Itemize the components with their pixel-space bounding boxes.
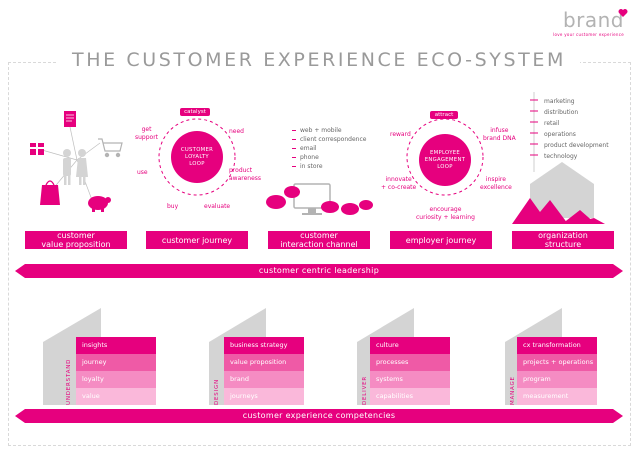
brand-logo: brand love your customer experience bbox=[553, 8, 628, 37]
list-item: technology bbox=[544, 152, 578, 160]
organization-list: marketing distribution retail operations… bbox=[544, 96, 609, 162]
organization-illustration bbox=[512, 92, 605, 224]
cart-icon bbox=[98, 138, 123, 158]
page-title: THE CUSTOMER EXPERIENCE ECO-SYSTEM bbox=[58, 47, 580, 73]
list-item: phone bbox=[292, 153, 366, 162]
customer-loop-step: evaluate bbox=[204, 203, 231, 210]
customer-loop-title: CUSTOMER LOYALTY LOOP bbox=[180, 146, 214, 167]
competency-item: cx transformation bbox=[517, 337, 597, 354]
competency-item: value bbox=[76, 388, 156, 405]
employee-loop-step: innovate + co-create bbox=[381, 176, 417, 191]
customer-loop-step: buy bbox=[167, 203, 179, 210]
customer-loop-step: need bbox=[229, 128, 244, 135]
list-item: web + mobile bbox=[292, 126, 366, 135]
logo-word: brand bbox=[562, 8, 624, 32]
section-label: customer value proposition bbox=[25, 231, 127, 249]
employee-loop-step: encourage curiosity + learning bbox=[416, 206, 475, 221]
list-item: distribution bbox=[544, 108, 579, 116]
arrow-left-icon bbox=[15, 264, 25, 278]
channel-label: phone bbox=[300, 154, 319, 161]
mountain-shape bbox=[512, 198, 568, 224]
competency-item: capabilities bbox=[370, 388, 450, 405]
section-label-text: organization structure bbox=[538, 231, 588, 249]
channel-list: web + mobile client correspondence email… bbox=[292, 126, 366, 171]
competency-item: program bbox=[517, 371, 597, 388]
competency-stage: DELIVER bbox=[362, 375, 368, 405]
section-label: customer journey bbox=[146, 231, 248, 249]
competency-item: value proposition bbox=[224, 354, 304, 371]
competency-item: business strategy bbox=[224, 337, 304, 354]
section-label-text: employer journey bbox=[405, 235, 477, 245]
employee-loop-center: EMPLOYEE ENGAGEMENT LOOP bbox=[419, 134, 471, 186]
list-item: operations bbox=[544, 130, 576, 138]
employee-loop-step: infuse brand DNA bbox=[483, 127, 516, 142]
leadership-bar: customer centric leadership bbox=[25, 264, 613, 278]
competency-item: projects + operations bbox=[517, 354, 597, 371]
section-label-text: customer interaction channel bbox=[280, 231, 358, 249]
competency-item: processes bbox=[370, 354, 450, 371]
customer-loop-tag: catalyst bbox=[180, 108, 210, 116]
section-label: organization structure bbox=[512, 231, 614, 249]
arrow-right-icon bbox=[613, 264, 623, 278]
section-label: employer journey bbox=[390, 231, 492, 249]
competencies-bar: customer experience competencies bbox=[25, 409, 613, 423]
list-item: retail bbox=[544, 119, 560, 127]
competency-item: systems bbox=[370, 371, 450, 388]
customer-loop-step: product awareness bbox=[229, 167, 262, 182]
channel-illustration bbox=[266, 183, 373, 215]
channel-label: client correspondence bbox=[300, 136, 367, 143]
competency-item: insights bbox=[76, 337, 156, 354]
list-item: product development bbox=[544, 141, 609, 149]
competency-item: measurement bbox=[517, 388, 597, 405]
competency-stage: MANAGE bbox=[510, 376, 516, 405]
competency-item: brand bbox=[224, 371, 304, 388]
competency-stage: DESIGN bbox=[214, 379, 220, 405]
value-proposition-illustration bbox=[30, 111, 123, 212]
arrow-right-icon bbox=[613, 409, 623, 423]
employee-loop-step: inspire excellence bbox=[480, 176, 512, 191]
logo-tagline: love your customer experience bbox=[553, 32, 624, 37]
customer-loop-ring bbox=[158, 118, 236, 196]
employee-loop-title: EMPLOYEE ENGAGEMENT LOOP bbox=[424, 149, 466, 170]
list-item: marketing bbox=[544, 97, 575, 105]
section-label-text: customer journey bbox=[161, 235, 233, 245]
channel-label: email bbox=[300, 145, 317, 152]
building-shape bbox=[530, 162, 594, 218]
channel-label: in store bbox=[300, 163, 323, 170]
people-icon bbox=[63, 149, 88, 185]
competency-item: loyalty bbox=[76, 371, 156, 388]
list-item: in store bbox=[292, 162, 366, 171]
list-item: email bbox=[292, 144, 366, 153]
title-wrap: THE CUSTOMER EXPERIENCE ECO-SYSTEM bbox=[0, 47, 638, 75]
competency-item: journeys bbox=[224, 388, 304, 405]
employee-loop-tag: attract bbox=[430, 111, 458, 119]
shopping-bag-icon bbox=[40, 180, 60, 205]
section-label-text: customer value proposition bbox=[41, 231, 111, 249]
receipt-icon bbox=[64, 111, 76, 127]
speech-bubbles-icon bbox=[266, 186, 373, 215]
section-label: customer interaction channel bbox=[268, 231, 370, 249]
customer-loop-step: use bbox=[137, 169, 148, 176]
employee-loop-step: reward bbox=[390, 131, 411, 138]
heart-icon bbox=[618, 9, 628, 17]
competency-item: culture bbox=[370, 337, 450, 354]
customer-loop-step: get support bbox=[135, 126, 159, 141]
gift-icon bbox=[30, 143, 44, 155]
list-item: client correspondence bbox=[292, 135, 366, 144]
customer-loop-center: CUSTOMER LOYALTY LOOP bbox=[171, 131, 223, 183]
competency-item: journey bbox=[76, 354, 156, 371]
competency-stage: UNDERSTAND bbox=[66, 358, 72, 405]
employee-loop-ring bbox=[406, 118, 484, 196]
piggy-bank-icon bbox=[88, 196, 111, 212]
arrow-left-icon bbox=[15, 409, 25, 423]
channel-label: web + mobile bbox=[300, 127, 342, 134]
